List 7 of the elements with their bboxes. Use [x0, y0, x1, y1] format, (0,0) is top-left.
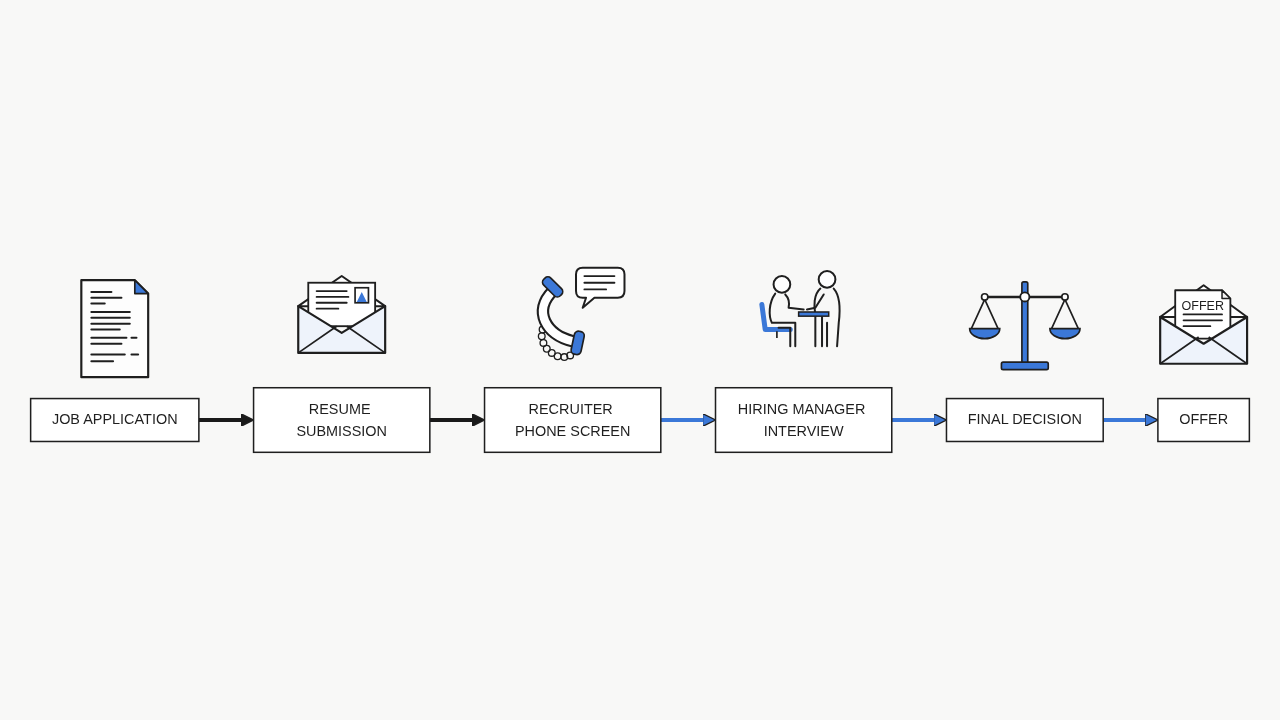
- letter-text: OFFER: [1181, 299, 1224, 314]
- process-box: HIRING MANAGER INTERVIEW: [714, 386, 893, 454]
- process-box: OFFER: [1157, 397, 1251, 443]
- process-box: RESUME SUBMISSION: [252, 386, 431, 454]
- process-box: FINAL DECISION: [945, 397, 1104, 443]
- process-box: RECRUITER PHONE SCREEN: [483, 386, 662, 454]
- process-box: JOB APPLICATION: [29, 397, 200, 443]
